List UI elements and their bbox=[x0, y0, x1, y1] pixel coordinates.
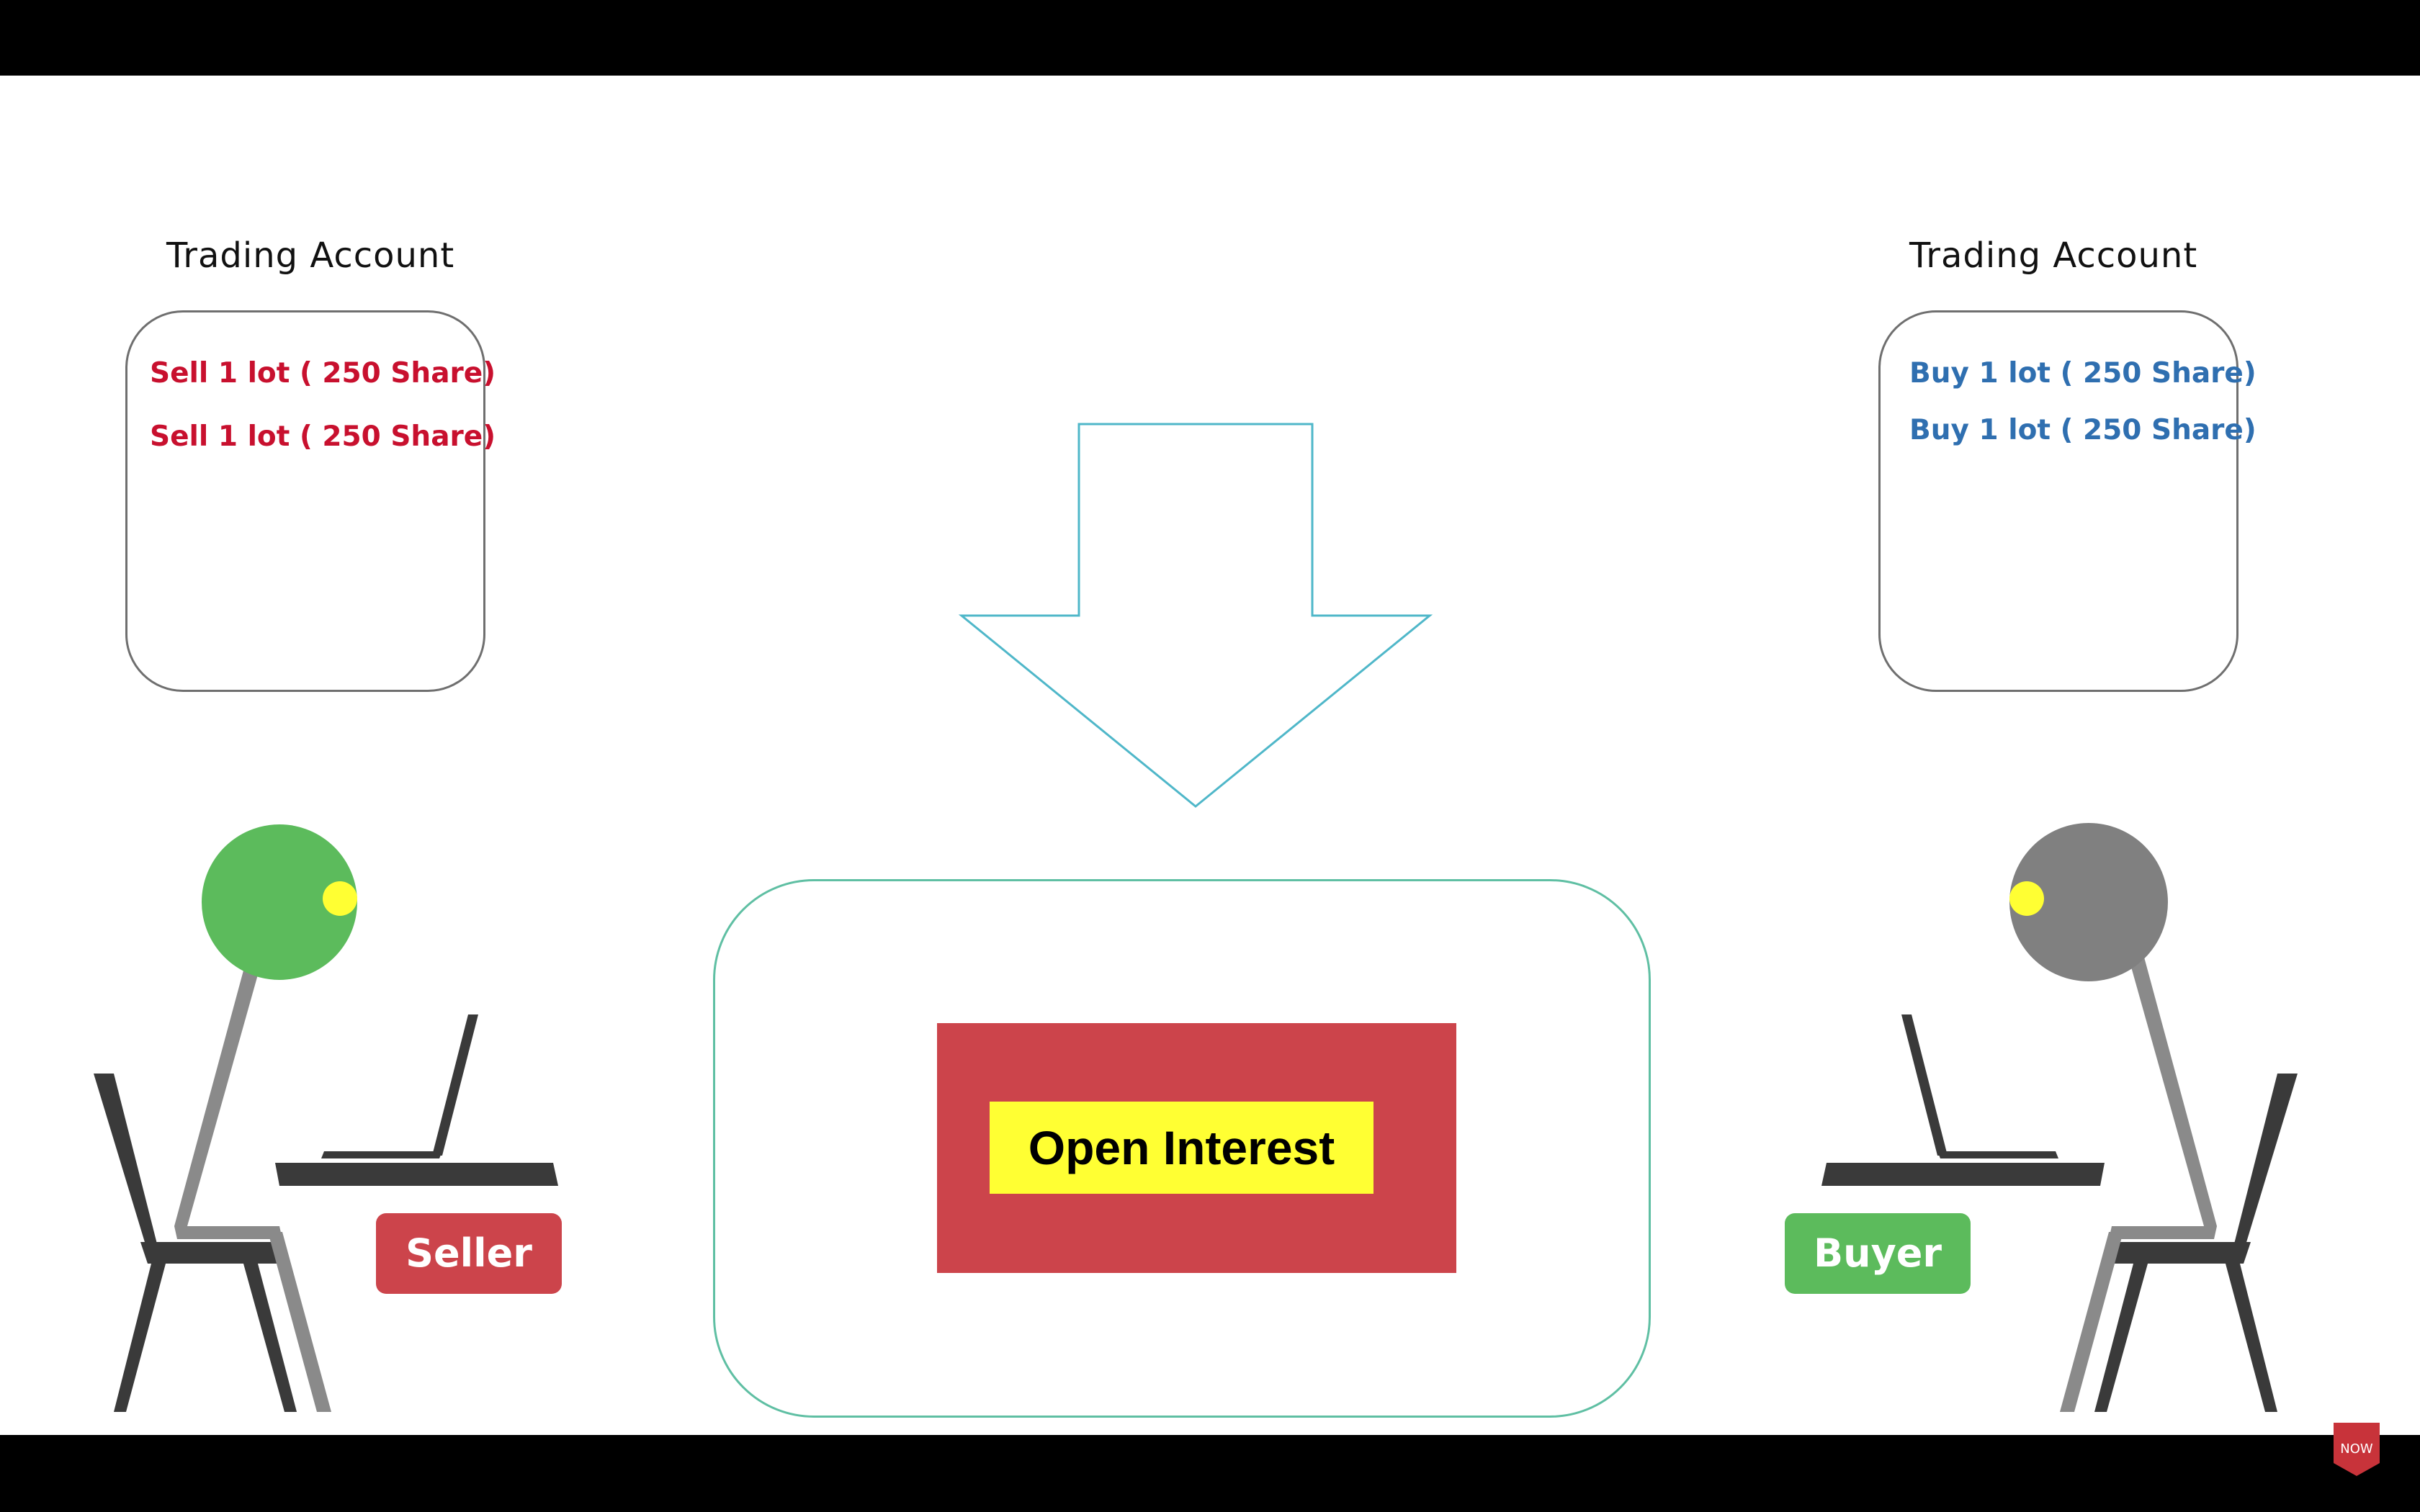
buyer-chair-back bbox=[2229, 1074, 2298, 1264]
right-account-box bbox=[1878, 310, 2238, 692]
right-account-line-2: Buy 1 lot ( 250 Share) bbox=[1909, 414, 2257, 446]
buyer-head bbox=[2009, 823, 2168, 981]
seller-figure bbox=[94, 824, 558, 1412]
left-account-line-1: Sell 1 lot ( 250 Share) bbox=[150, 357, 496, 390]
seller-eye bbox=[323, 881, 357, 916]
buyer-laptop-screen bbox=[1901, 1014, 1948, 1156]
down-arrow-icon bbox=[958, 423, 1433, 808]
left-account-line-2: Sell 1 lot ( 250 Share) bbox=[150, 420, 496, 453]
seller-shin bbox=[268, 1232, 331, 1412]
seller-chair-back bbox=[94, 1074, 162, 1264]
slide: Trading Account Sell 1 lot ( 250 Share) … bbox=[0, 76, 2420, 1435]
open-interest-label: Open Interest bbox=[1028, 1121, 1335, 1174]
buyer-torso bbox=[2125, 944, 2217, 1226]
buyer-tag: Buyer bbox=[1785, 1213, 1971, 1294]
seller-desk bbox=[275, 1163, 558, 1186]
seller-head bbox=[202, 824, 357, 980]
buyer-chair-leg-front bbox=[2226, 1264, 2277, 1412]
buyer-thigh bbox=[2109, 1226, 2217, 1239]
left-account-title: Trading Account bbox=[166, 235, 455, 276]
buyer-chair-leg-back bbox=[2094, 1264, 2148, 1412]
buyer-desk bbox=[1821, 1163, 2105, 1186]
right-account-line-1: Buy 1 lot ( 250 Share) bbox=[1909, 357, 2257, 390]
right-account-title: Trading Account bbox=[1909, 235, 2198, 276]
seller-thigh bbox=[174, 1226, 282, 1239]
seller-chair-leg-front bbox=[114, 1264, 166, 1412]
seller-chair-seat bbox=[140, 1242, 279, 1264]
seller-laptop-base bbox=[321, 1151, 442, 1158]
subscribe-badge-text: NOW bbox=[2340, 1441, 2373, 1457]
seller-chair-leg-back bbox=[243, 1264, 297, 1412]
buyer-eye bbox=[2009, 881, 2044, 916]
buyer-chair-seat bbox=[2112, 1242, 2251, 1264]
open-interest-yellow-label bbox=[990, 1102, 1373, 1194]
subscribe-badge[interactable]: NOW bbox=[2331, 1420, 2383, 1477]
seller-tag: Seller bbox=[376, 1213, 562, 1294]
buyer-figure bbox=[1821, 823, 2298, 1412]
buyer-laptop-base bbox=[1937, 1151, 2058, 1158]
seller-torso bbox=[174, 944, 266, 1226]
left-account-box bbox=[125, 310, 485, 692]
seller-laptop-screen bbox=[432, 1014, 478, 1156]
buyer-shin bbox=[2060, 1232, 2123, 1412]
